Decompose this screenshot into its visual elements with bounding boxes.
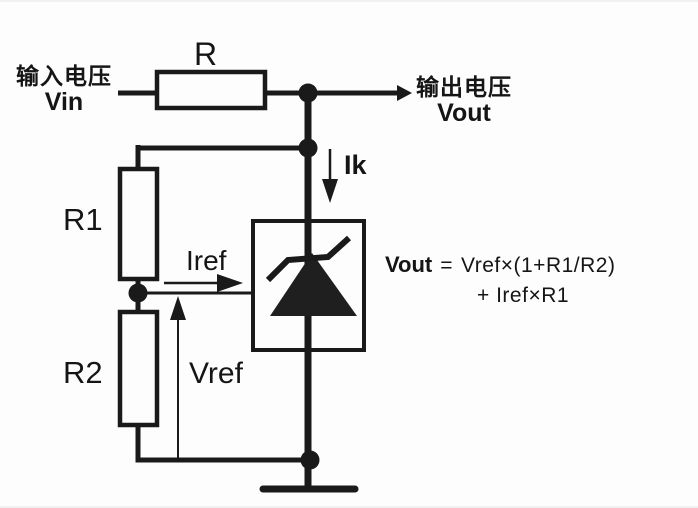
resistor-r2-label: R2 — [63, 355, 103, 390]
formula-rhs1: Vref×(1+R1/R2) — [461, 254, 616, 277]
resistor-r-symbol — [154, 69, 268, 111]
wires — [118, 90, 398, 463]
output-arrowhead-icon — [397, 85, 412, 101]
junction-dots — [128, 83, 320, 470]
input-voltage-label-vin: Vin — [44, 88, 84, 117]
resistor-r-label: R — [194, 36, 218, 72]
input-voltage-label-cn: 输入电压 — [16, 63, 112, 89]
formula-equals: = — [440, 254, 454, 277]
junction-dot — [298, 83, 318, 103]
resistor-r1-symbol — [117, 166, 160, 282]
tl431-cathode-band — [265, 235, 352, 283]
current-iref-label: Iref — [186, 245, 227, 276]
output-voltage-label-cn: 输出电压 — [416, 74, 512, 100]
tl431-triangle — [270, 253, 357, 316]
resistor-r2-symbol — [117, 309, 160, 428]
tl431-symbol — [265, 235, 357, 316]
output-voltage-label: 输出电压 Vout — [410, 74, 518, 128]
output-voltage-label-vout: Vout — [437, 99, 491, 128]
current-ik-label: Ik — [344, 150, 367, 180]
ik-arrow-icon — [322, 149, 338, 203]
junction-dot — [300, 450, 320, 470]
iref-arrow-icon — [164, 274, 243, 292]
junction-dot — [128, 283, 148, 303]
voltage-vref-label: Vref — [189, 357, 243, 390]
resistor-r1-label: R1 — [63, 202, 103, 237]
input-voltage-label: 输入电压 Vin — [12, 63, 116, 117]
vref-arrow-icon — [170, 296, 186, 460]
formula-line2: + Iref×R1 — [477, 284, 570, 307]
formula-lhs: Vout — [385, 252, 433, 277]
junction-dot — [298, 138, 318, 158]
formula-line1: Vout = Vref×(1+R1/R2) — [385, 252, 615, 278]
output-formula: Vout = Vref×(1+R1/R2) + Iref×R1 — [385, 252, 615, 308]
